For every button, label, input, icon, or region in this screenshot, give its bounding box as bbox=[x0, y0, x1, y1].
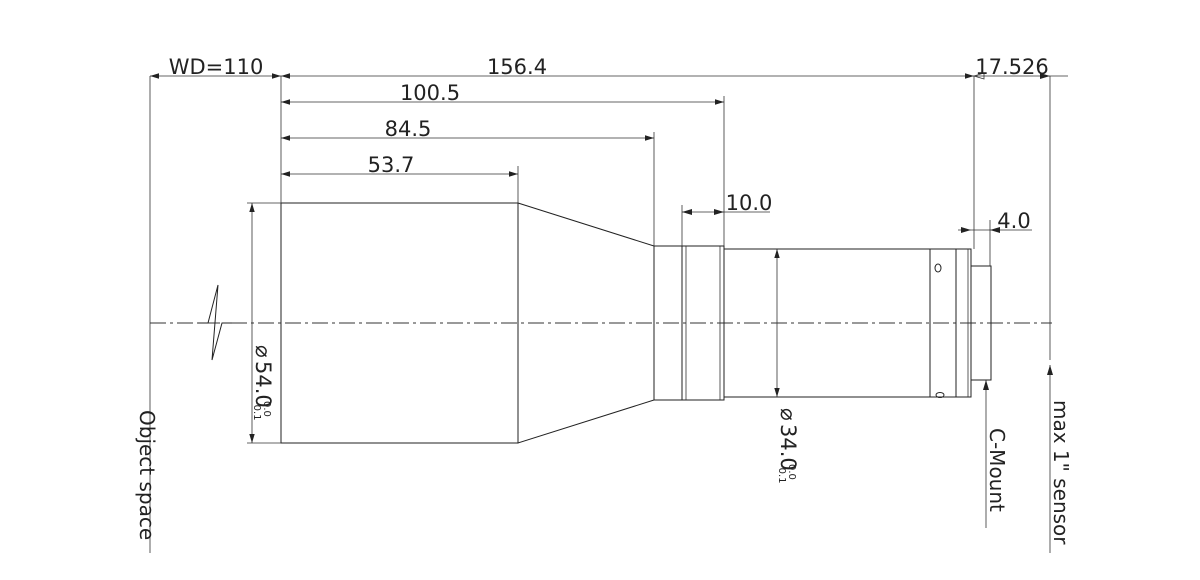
arrow bbox=[972, 72, 985, 80]
rear-tol-lower: -0.1 bbox=[776, 464, 787, 484]
arrow bbox=[682, 209, 692, 215]
c-mount-thread bbox=[970, 265, 992, 381]
object-space-label: Object space bbox=[135, 410, 159, 540]
front-diameter-value: 54.0 bbox=[251, 361, 275, 408]
c-mount-label: C-Mount bbox=[985, 428, 1009, 512]
arrow bbox=[983, 380, 989, 390]
rear-diameter-value: 34.0 bbox=[776, 424, 800, 471]
dim-flange-label: 17.526 bbox=[975, 55, 1048, 79]
rear-diameter-label: ⌀ 34.0 0.0 -0.1 bbox=[776, 408, 800, 484]
diameter-symbol: ⌀ bbox=[776, 408, 800, 421]
sensor-label: max 1" sensor bbox=[1049, 400, 1073, 545]
dim-53-7-label: 53.7 bbox=[368, 153, 415, 177]
arrow bbox=[961, 227, 971, 233]
arrow bbox=[990, 227, 1000, 233]
arrow bbox=[1047, 365, 1053, 375]
dim-overall-label: 156.4 bbox=[487, 55, 547, 79]
front-tol-lower: -0.1 bbox=[251, 401, 262, 421]
break-symbol bbox=[198, 284, 232, 361]
arrow bbox=[714, 209, 724, 215]
dim-4-0-label: 4.0 bbox=[997, 209, 1030, 233]
dim-wd-label: WD=110 bbox=[169, 55, 264, 79]
dim-10-0-label: 10.0 bbox=[726, 191, 773, 215]
front-tol-upper: 0.0 bbox=[261, 401, 272, 417]
dim-84-5-label: 84.5 bbox=[385, 117, 432, 141]
front-diameter-label: ⌀ 54.0 0.0 -0.1 bbox=[251, 345, 275, 421]
screw-icon bbox=[934, 263, 942, 273]
arrow bbox=[1040, 73, 1050, 79]
dim-100-5-label: 100.5 bbox=[400, 81, 460, 105]
diameter-symbol: ⌀ bbox=[251, 345, 275, 358]
rear-tol-upper: 0.0 bbox=[786, 464, 797, 480]
screw-icon bbox=[935, 392, 945, 398]
